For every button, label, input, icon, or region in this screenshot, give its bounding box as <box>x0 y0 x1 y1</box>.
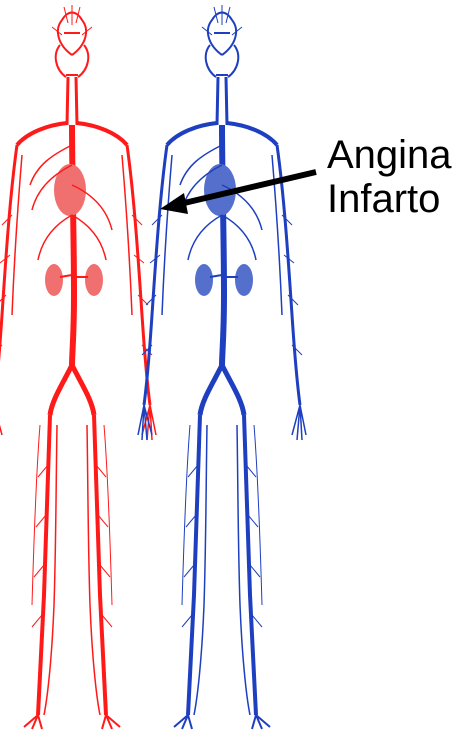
label-angina: Angina <box>327 133 452 177</box>
venous-system <box>138 5 306 729</box>
arterial-system <box>0 5 156 729</box>
label-infarto: Infarto <box>327 177 440 221</box>
